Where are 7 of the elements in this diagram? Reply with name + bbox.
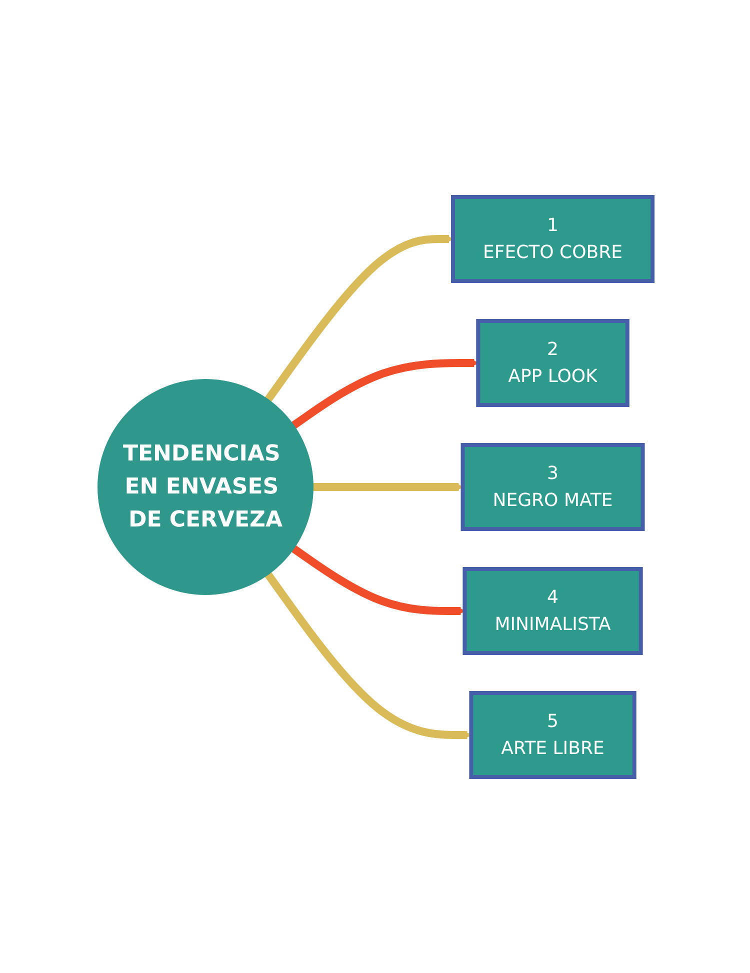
node-circle: TENDENCIAS EN ENVASES DE CERVEZA (97, 378, 314, 594)
node-box: 3 NEGRO MATE (460, 442, 644, 530)
node-box: 1 EFECTO COBRE (450, 194, 654, 282)
arrow (312, 482, 463, 491)
node-box: 2 APP LOOK (476, 318, 630, 406)
node-box: 4 MINIMALISTA (462, 566, 643, 654)
node-box: 5 ARTE LIBRE (468, 690, 636, 778)
